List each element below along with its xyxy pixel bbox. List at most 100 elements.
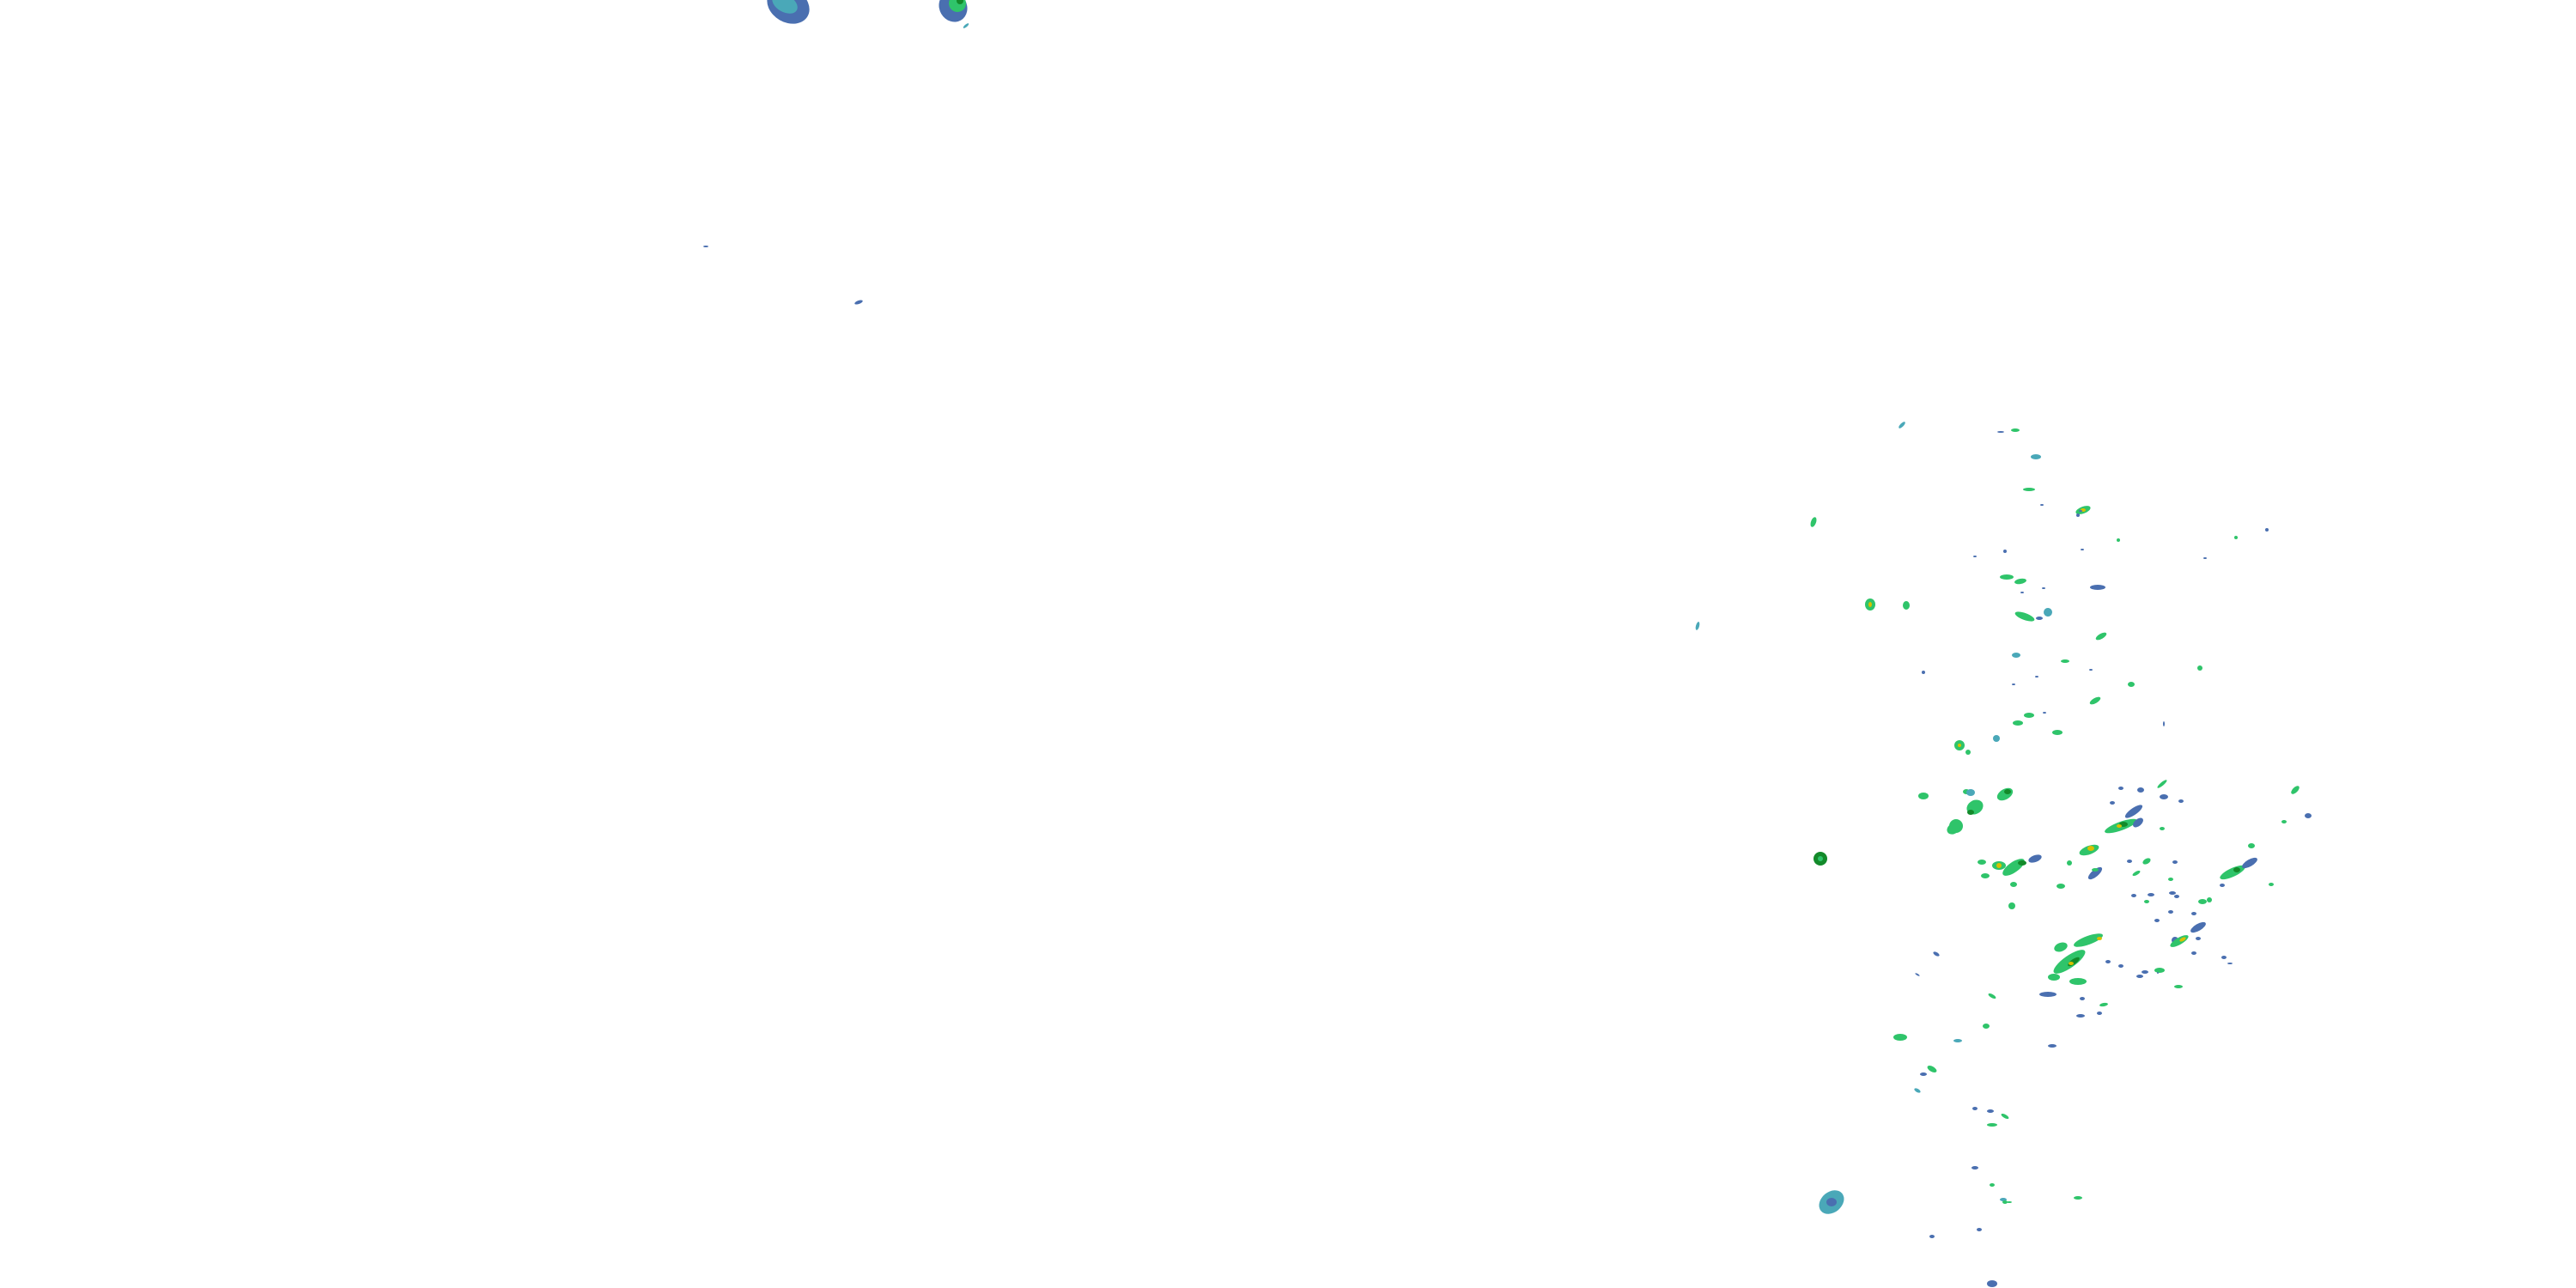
radar-echo: [2007, 1201, 2012, 1203]
radar-echo: [2142, 858, 2151, 865]
radar-echo: [1695, 622, 1700, 630]
radar-echo: [2118, 787, 2123, 790]
radar-echo: [2191, 951, 2196, 955]
radar-echo: [2169, 891, 2176, 895]
radar-echo: [2013, 720, 2023, 726]
radar-echo: [2097, 937, 2102, 940]
radar-echo: [2008, 902, 2015, 909]
radar-echo: [2179, 937, 2186, 942]
radar-echo: [1987, 1280, 1997, 1287]
radar-echo: [2269, 883, 2274, 886]
radar-echo: [1818, 856, 1823, 861]
radar-echo: [2048, 1044, 2057, 1048]
radar-echo: [2087, 846, 2094, 851]
radar-echo: [1893, 1034, 1907, 1041]
radar-echo: [1965, 750, 1971, 755]
radar-echo: [1810, 517, 1817, 527]
radar-echo: [2128, 682, 2135, 687]
radar-echo: [2227, 963, 2233, 964]
radar-echo: [2080, 997, 2085, 1000]
radar-echo: [2157, 780, 2167, 788]
radar-echo: [2035, 676, 2038, 677]
radar-echo: [1914, 1088, 1921, 1093]
radar-echo: [2053, 950, 2086, 974]
radar-echo: [1953, 1039, 1962, 1042]
radar-echo: [2028, 854, 2042, 863]
radar-echo: [2079, 510, 2082, 512]
radar-echo: [1977, 1228, 1982, 1231]
radar-echo: [2178, 799, 2184, 803]
radar-echo: [2163, 721, 2165, 726]
radar-echo: [2018, 860, 2026, 866]
radar-echo: [2024, 713, 2034, 718]
radar-echo: [2168, 910, 2173, 914]
radar-echo: [1990, 1183, 1995, 1187]
radar-echo: [2052, 730, 2063, 735]
radar-echo: [2124, 805, 2143, 818]
radar-echo: [1947, 823, 1960, 835]
radar-echo: [2154, 968, 2165, 973]
radar-echo: [1983, 1024, 1990, 1029]
radar-echo: [963, 23, 969, 28]
radar-echo: [2097, 1012, 2102, 1015]
radar-echo: [1978, 860, 1986, 865]
radar-echo: [2148, 893, 2154, 896]
radar-echo: [2036, 617, 2043, 620]
radar-echo: [2073, 933, 2104, 947]
radar-echo: [1973, 556, 1977, 557]
radar-echo: [2132, 870, 2141, 877]
radar-echo: [2190, 921, 2206, 933]
radar-echo: [1981, 873, 1990, 878]
radar-echo: [2067, 860, 2072, 866]
radar-echo: [2010, 882, 2017, 887]
radar-echo: [2014, 578, 2026, 585]
radar-echo: [2048, 974, 2060, 981]
radar-echo: [1967, 810, 1974, 815]
radar-echo: [957, 0, 963, 4]
radar-echo: [2089, 696, 2101, 705]
radar-echo: [2087, 866, 2103, 880]
radar-echo: [2305, 813, 2312, 818]
radar-echo: [2291, 786, 2300, 794]
radar-echo: [1993, 735, 2000, 742]
radar-echo: [2137, 787, 2144, 793]
radar-echo: [2081, 549, 2084, 550]
radar-echo: [1915, 973, 1920, 976]
radar-echo: [2031, 454, 2041, 459]
radar-echo: [2057, 884, 2065, 889]
radar-echo: [2074, 1196, 2082, 1200]
radar-echo: [2196, 937, 2201, 940]
radar-echo: [2092, 868, 2099, 872]
radar-echo: [2076, 1014, 2085, 1018]
radar-echo: [2234, 536, 2238, 539]
radar-echo: [2281, 820, 2287, 823]
radar-echo: [1997, 431, 2004, 433]
radar-echo: [2002, 1200, 2008, 1204]
radar-echo: [2191, 912, 2196, 915]
radar-echo: [2142, 970, 2148, 974]
radar-echo: [2118, 964, 2123, 968]
radar-echo: [1920, 1072, 1927, 1076]
radar-echo: [2105, 960, 2111, 963]
radar-echo: [2054, 942, 2068, 952]
radar-echo: [1987, 1109, 1994, 1113]
radar-echo: [2174, 895, 2179, 898]
radar-echo: [2110, 801, 2115, 805]
radar-echo: [2099, 1002, 2108, 1007]
radar-echo: [1868, 602, 1872, 607]
radar-echo: [2136, 975, 2143, 978]
radar-echo: [2203, 557, 2207, 559]
radar-echo: [1899, 422, 1905, 428]
radar-echo: [2090, 585, 2105, 590]
radar-echo: [1972, 1107, 1978, 1110]
radar-echo: [2154, 919, 2160, 922]
radar-echo: [2069, 962, 2074, 965]
radar-echo: [1988, 993, 1996, 999]
radar-echo: [2061, 659, 2069, 663]
radar-echo: [2265, 528, 2269, 532]
radar-echo: [1927, 1066, 1937, 1072]
radar-echo: [2014, 611, 2035, 622]
radar-echo: [1922, 671, 1925, 674]
radar-echo: [1826, 1198, 1837, 1206]
